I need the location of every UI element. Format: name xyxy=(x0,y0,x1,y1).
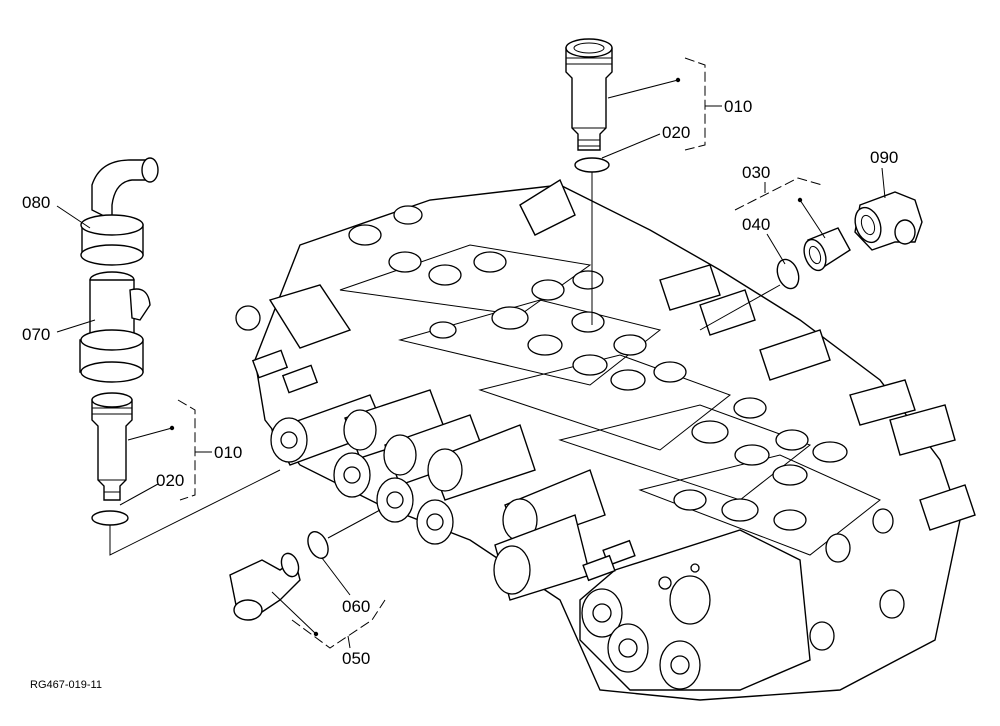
port-caps xyxy=(348,205,848,531)
axis-line-left xyxy=(109,469,281,556)
callout-020-top: 020 xyxy=(662,123,690,142)
tee-fitting-left xyxy=(79,271,151,383)
leader-lines xyxy=(56,57,886,649)
callout-020-left: 020 xyxy=(156,471,184,490)
adapter-fitting-right xyxy=(803,227,851,272)
callout-060: 060 xyxy=(342,597,370,616)
elbow-fitting-left xyxy=(80,157,159,266)
callout-090: 090 xyxy=(870,148,898,167)
lever-tabs xyxy=(251,349,636,582)
callout-030: 030 xyxy=(742,163,770,182)
axis-line-right xyxy=(699,284,781,331)
relief-valve-left xyxy=(91,392,133,501)
callout-040: 040 xyxy=(742,215,770,234)
o-ring-top xyxy=(574,157,610,173)
control-valve-assembly xyxy=(235,178,976,701)
callout-010-top: 010 xyxy=(724,97,752,116)
drawing-reference: RG467-019-11 xyxy=(30,679,102,691)
spool-barrels-right xyxy=(519,178,976,531)
callout-070: 070 xyxy=(22,325,50,344)
callout-050: 050 xyxy=(342,649,370,668)
elbow-fitting-right xyxy=(854,191,923,251)
o-ring-bottom xyxy=(307,531,329,559)
spool-housings xyxy=(235,284,606,601)
callout-labels: 010 020 030 040 090 080 070 010 020 060 … xyxy=(22,97,898,691)
o-ring-left xyxy=(91,510,129,526)
callout-080: 080 xyxy=(22,193,50,212)
elbow-fitting-bottom xyxy=(229,552,301,621)
axis-line-bottom xyxy=(327,509,381,539)
callout-010-left: 010 xyxy=(214,443,242,462)
relief-valve-top xyxy=(565,38,613,151)
end-block xyxy=(579,508,905,691)
